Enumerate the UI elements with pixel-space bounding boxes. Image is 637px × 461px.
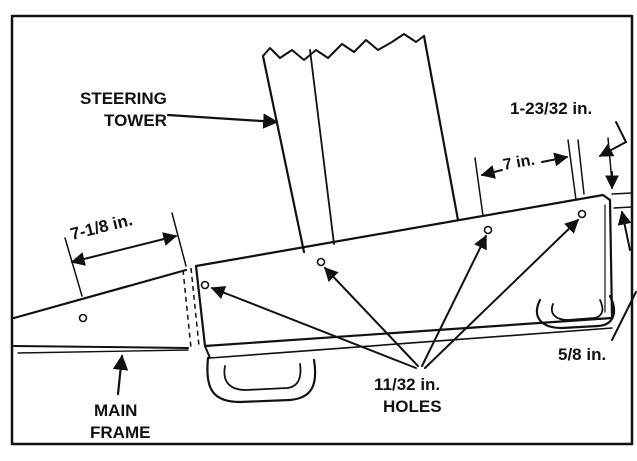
frame-plate [194, 193, 614, 348]
main-frame-callout: MAIN FRAME [90, 354, 150, 442]
holes-callout: 11/32 in. HOLES [374, 375, 442, 416]
dimension-7: 7 in. [474, 139, 577, 217]
dim-1-23-32-leader-top [615, 121, 627, 143]
dimension-7-1-8: 7-1/8 in. [64, 210, 187, 297]
hole-4 [577, 209, 587, 219]
holes-label-line2: HOLES [383, 397, 442, 416]
steering-tower-callout: STEERING TOWER [80, 89, 279, 130]
steering-tower [261, 33, 460, 254]
dim-5-8-label: 5/8 in. [558, 345, 606, 364]
arrow-to-hole-3 [421, 234, 487, 367]
dim-5-8-leader [611, 291, 637, 341]
right-handle-outer [535, 294, 616, 330]
hole-2 [316, 257, 326, 267]
plate-bottom-notch [204, 345, 211, 359]
hole-3 [483, 225, 493, 235]
main-frame-arrow [112, 354, 129, 396]
tower-broken-top [262, 33, 425, 61]
dimension-1-23-32: 1-23/32 in. [510, 99, 627, 195]
mounting-holes [78, 209, 587, 323]
steering-tower-label-line1: STEERING [80, 89, 167, 108]
dim-1-23-32-ext-left [577, 139, 585, 195]
dim-7-label: 7 in. [502, 152, 536, 174]
steering-tower-arrow [166, 113, 279, 129]
dim-5-8-ext-top [611, 192, 633, 195]
left-handle-outer [206, 356, 317, 404]
dim-7-ext-left [474, 157, 484, 217]
dim-1-23-32-leader [598, 141, 627, 157]
diagram-border [10, 14, 634, 446]
arrow-to-hole-2 [324, 266, 419, 367]
frame-left-bottom-edge [13, 345, 189, 349]
holes-callout-arrows [210, 219, 580, 369]
dimension-5-8: 5/8 in. [558, 192, 637, 364]
dim-7-1-8-label: 7-1/8 in. [68, 210, 134, 244]
plate-bottom-flange [209, 327, 613, 359]
right-handle-inner [551, 299, 604, 321]
hole-1 [200, 280, 210, 290]
dim-1-23-32-label: 1-23/32 in. [510, 99, 592, 118]
main-frame-label-line2: FRAME [90, 423, 150, 442]
frame-left-flange [17, 349, 189, 354]
dim-7-1-8-ext-left [64, 237, 83, 297]
left-handle-inner [223, 363, 302, 391]
arrow-to-hole-4 [424, 219, 580, 369]
weld-line-2 [190, 267, 200, 347]
arrow-to-hole-1 [210, 286, 417, 369]
tower-fold-line [309, 49, 335, 245]
main-frame [12, 193, 614, 359]
weld-line-1 [182, 269, 192, 349]
left-mounting-handle [206, 356, 317, 404]
dim-7-ext-right [567, 139, 577, 201]
main-frame-label-line1: MAIN [94, 401, 137, 420]
dim-7-arrow-right [541, 152, 569, 167]
dim-5-8-arrow-up [617, 210, 632, 251]
hole-frame-left [78, 313, 88, 323]
dim-7-1-8-arrow [70, 232, 178, 266]
dim-5-8-ext-bottom [613, 206, 633, 209]
frame-left-top-edge [12, 268, 188, 320]
right-mounting-handle [535, 294, 616, 330]
dim-7-1-8-ext-right [171, 212, 187, 267]
holes-label-line1: 11/32 in. [374, 375, 440, 394]
tower-left-edge [261, 54, 306, 254]
dim-7-arrow-left [480, 165, 503, 179]
steering-tower-label-line2: TOWER [104, 111, 167, 130]
tower-right-edge [422, 34, 460, 222]
